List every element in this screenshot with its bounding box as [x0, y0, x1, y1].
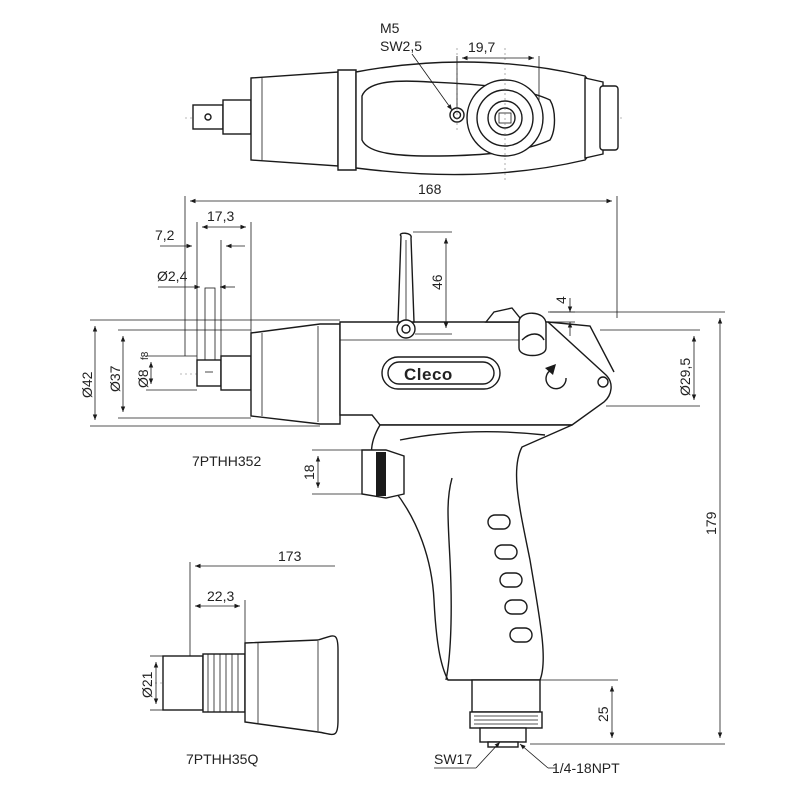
dim-offset-17: 17,3 [207, 208, 234, 224]
rotation-arrow-icon [545, 364, 556, 375]
dim-alt-dia: Ø21 [139, 671, 155, 698]
dim-trigger-height: 18 [301, 464, 317, 480]
model-label-main: 7PTHH352 [192, 453, 261, 469]
dim-top-width: 19,7 [468, 39, 495, 55]
dim-overall-length: 168 [418, 181, 442, 197]
dim-offset-7: 7,2 [155, 227, 175, 243]
alt-view: 173 22,3 Ø21 7PTHH35Q [139, 548, 339, 767]
top-view: 19,7 M5 SW2,5 [185, 20, 625, 180]
dim-pin-dia: Ø2,4 [157, 268, 188, 284]
dim-alt-offset: 22,3 [207, 588, 234, 604]
dim-dia-37: Ø37 [107, 365, 123, 392]
dim-top-gap: 4 [553, 296, 569, 304]
dim-top-hex: SW2,5 [380, 38, 422, 54]
side-dimensions: 168 17,3 7,2 Ø2,4 Ø42 Ø37 Ø8 f8 [79, 181, 725, 776]
dim-dia-8-tolerance: f8 [140, 351, 151, 360]
brand-logo: Cleco [404, 365, 453, 384]
dim-top-thread: M5 [380, 20, 400, 36]
dim-inlet-thread: 1/4-18NPT [552, 760, 620, 776]
side-view: Cleco [180, 232, 615, 748]
model-label-alt: 7PTHH35Q [186, 751, 258, 767]
dim-dia-29: Ø29,5 [677, 358, 693, 396]
dim-dia-42: Ø42 [79, 371, 95, 398]
dim-dia-8: Ø8 [135, 369, 151, 388]
dim-inlet-hex: SW17 [434, 751, 472, 767]
dim-overall-height: 179 [703, 511, 719, 535]
dim-inlet-height: 25 [595, 706, 611, 722]
dim-alt-length: 173 [278, 548, 302, 564]
dim-lever-height: 46 [429, 274, 445, 290]
